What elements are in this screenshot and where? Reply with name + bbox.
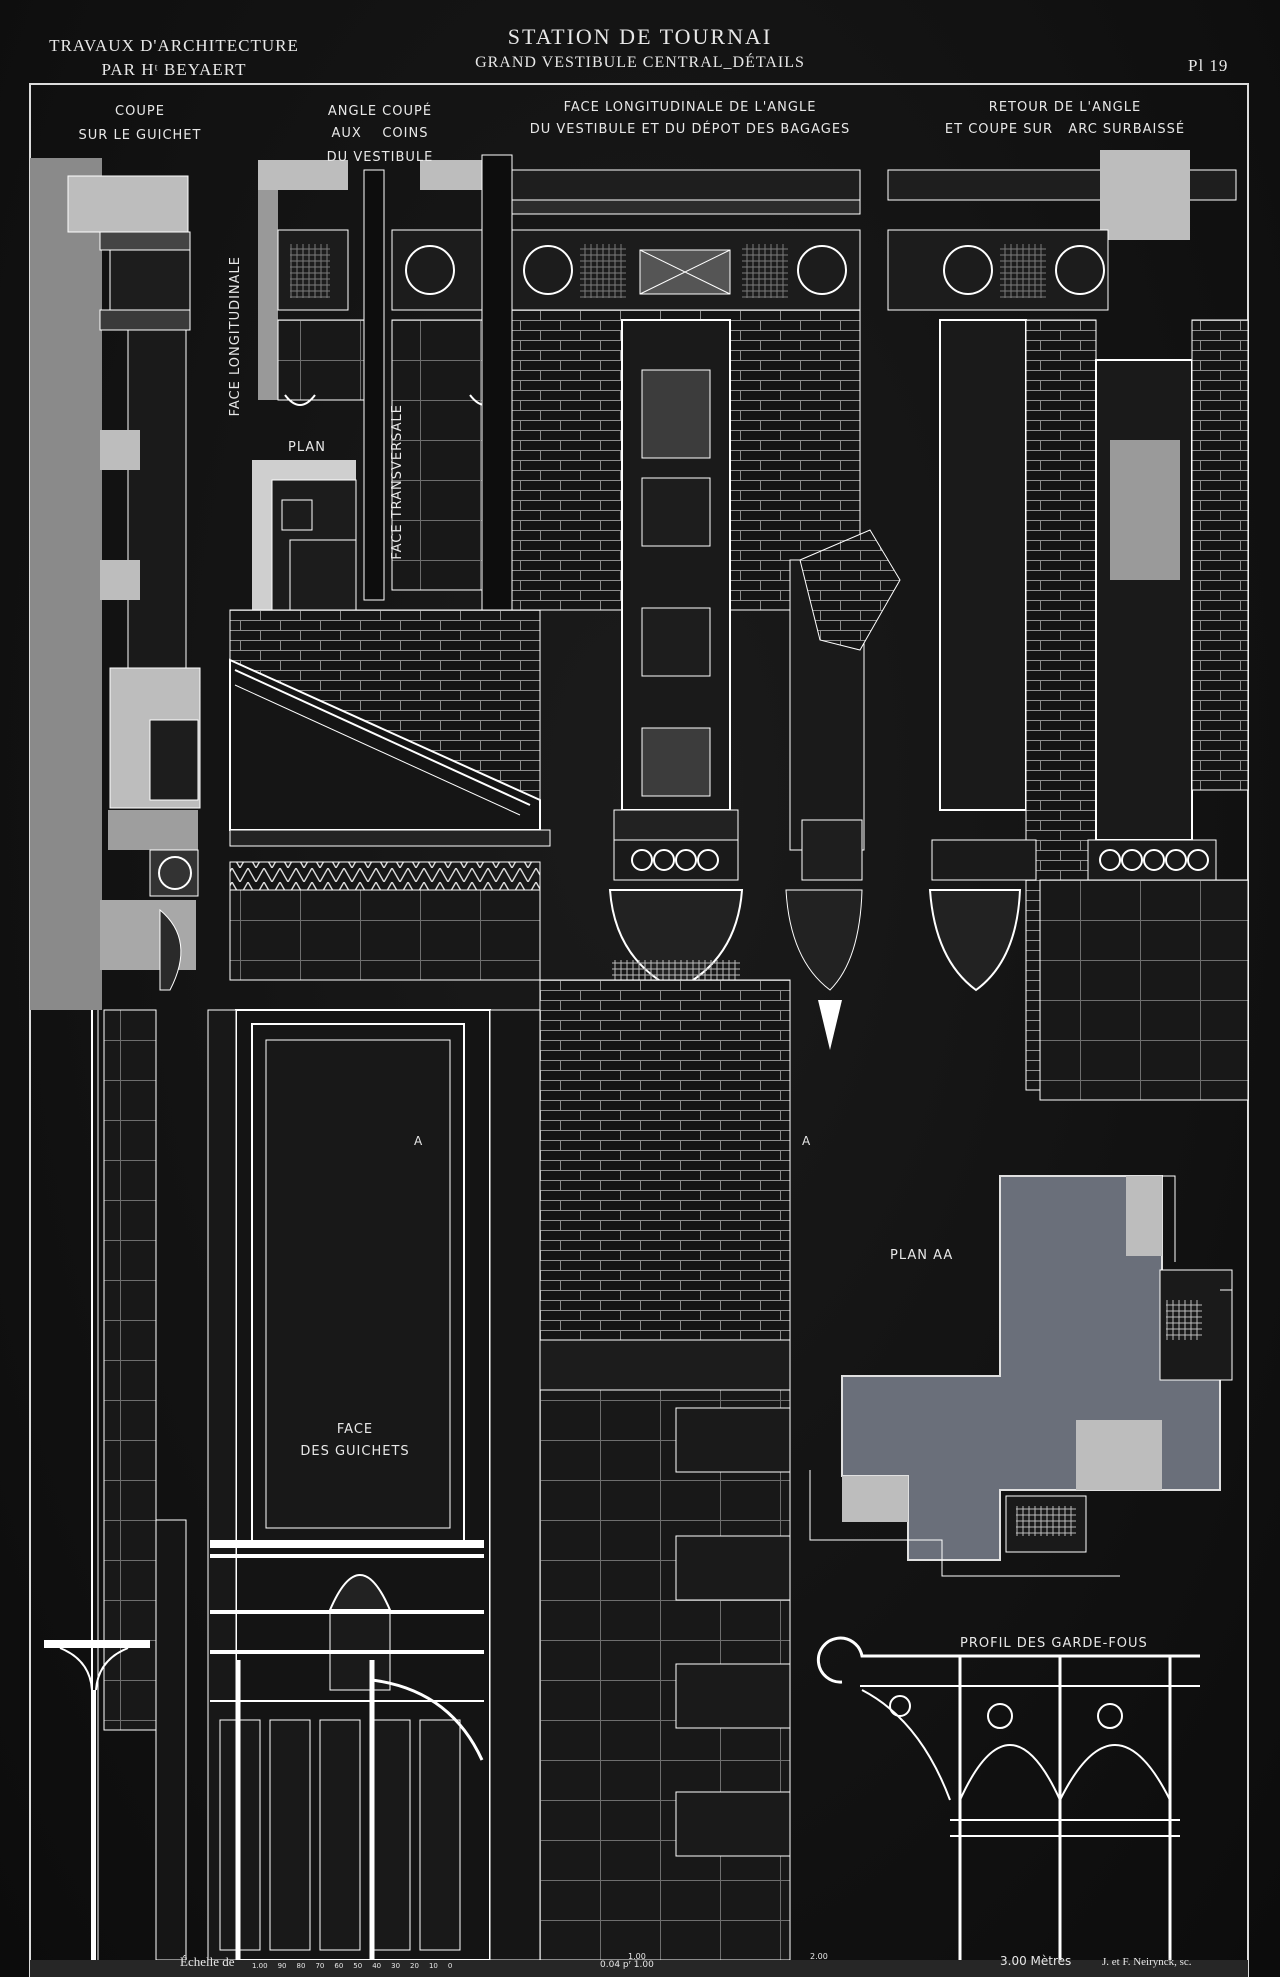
retour-label-line2: ET COUPE SUR ARC SURBAISSÉ	[944, 122, 1186, 137]
scale-tick: 40	[372, 1962, 382, 1970]
section-mark-a-right: A	[802, 1134, 812, 1148]
coupe-label-line2: SUR LE GUICHET	[78, 128, 202, 143]
face-guichets-section	[207, 609, 791, 1961]
garde-fous-label: PROFIL DES GARDE-FOUS	[960, 1636, 1148, 1651]
angle-coupe-section	[252, 154, 513, 621]
face-guichets-label-line2: DES GUICHETS	[300, 1444, 410, 1459]
section-mark-a-left: A	[414, 1134, 424, 1148]
face-longitudinale-label-line2: DU VESTIBULE ET DU DÉPOT DES BAGAGES	[529, 122, 851, 137]
face-guichets-label-line1: FACE	[336, 1422, 374, 1437]
scale-tick: 1.00	[252, 1962, 268, 1970]
scale-tick: 20	[410, 1962, 419, 1970]
retour-label-line1: RETOUR DE L'ANGLE	[988, 100, 1142, 115]
garde-fous-profile	[816, 1636, 1200, 1960]
scale-tick: 50	[353, 1962, 363, 1970]
plate-number: Pl 19	[1188, 56, 1229, 75]
coupe-guichet-section	[30, 158, 201, 1961]
engraver-credit: J. et F. Neirynck, sc.	[1102, 1956, 1192, 1968]
angle-label-line1: ANGLE COUPÉ	[327, 104, 433, 119]
scale-tick: 60	[334, 1962, 344, 1970]
plan-label: PLAN	[288, 440, 326, 455]
scale-tick: 10	[428, 1962, 438, 1970]
scale-tick: 0	[447, 1962, 453, 1970]
header-left-line2: PAR Hᵗ BEYAERT	[101, 60, 247, 79]
face-longitudinale-vertical-label: FACE LONGITUDINALE	[228, 256, 243, 417]
scale-tick: 80	[296, 1962, 306, 1970]
scale-tick: 90	[277, 1962, 287, 1970]
scale-tick: 70	[315, 1962, 325, 1970]
plan-aa-drawing	[809, 1175, 1233, 1577]
face-transversale-vertical-label: FACE TRANSVERSALE	[390, 404, 405, 560]
page-title: STATION DE TOURNAI	[507, 24, 773, 49]
face-longitudinale-section	[511, 169, 901, 1060]
plan-aa-label: PLAN AA	[890, 1248, 954, 1263]
scale-ticks-fine: 1.00 90 80 70 60 50 40 30 20 10 0	[252, 1962, 452, 1970]
header-left-line1: TRAVAUX D'ARCHITECTURE	[49, 36, 299, 55]
angle-label-line3: DU VESTIBULE	[326, 150, 434, 165]
scale-tick-2m: 2.00	[810, 1952, 828, 1961]
angle-label-line2: AUX COINS	[331, 126, 429, 141]
coupe-label-line1: COUPE	[115, 104, 165, 119]
scale-tick: 30	[391, 1962, 401, 1970]
face-longitudinale-label-line1: FACE LONGITUDINALE DE L'ANGLE	[563, 100, 817, 115]
scale-tick-3m: 3.00 Mètres	[1000, 1954, 1072, 1968]
scale-ratio: 0.04 pʳ 1.00	[600, 1960, 654, 1970]
page-subtitle: GRAND VESTIBULE CENTRAL_DÉTAILS	[475, 54, 805, 71]
retour-angle-section	[887, 150, 1249, 1101]
scale-tick-1m: 1.00	[628, 1952, 646, 1961]
scale-label: Échelle de	[180, 1954, 235, 1969]
